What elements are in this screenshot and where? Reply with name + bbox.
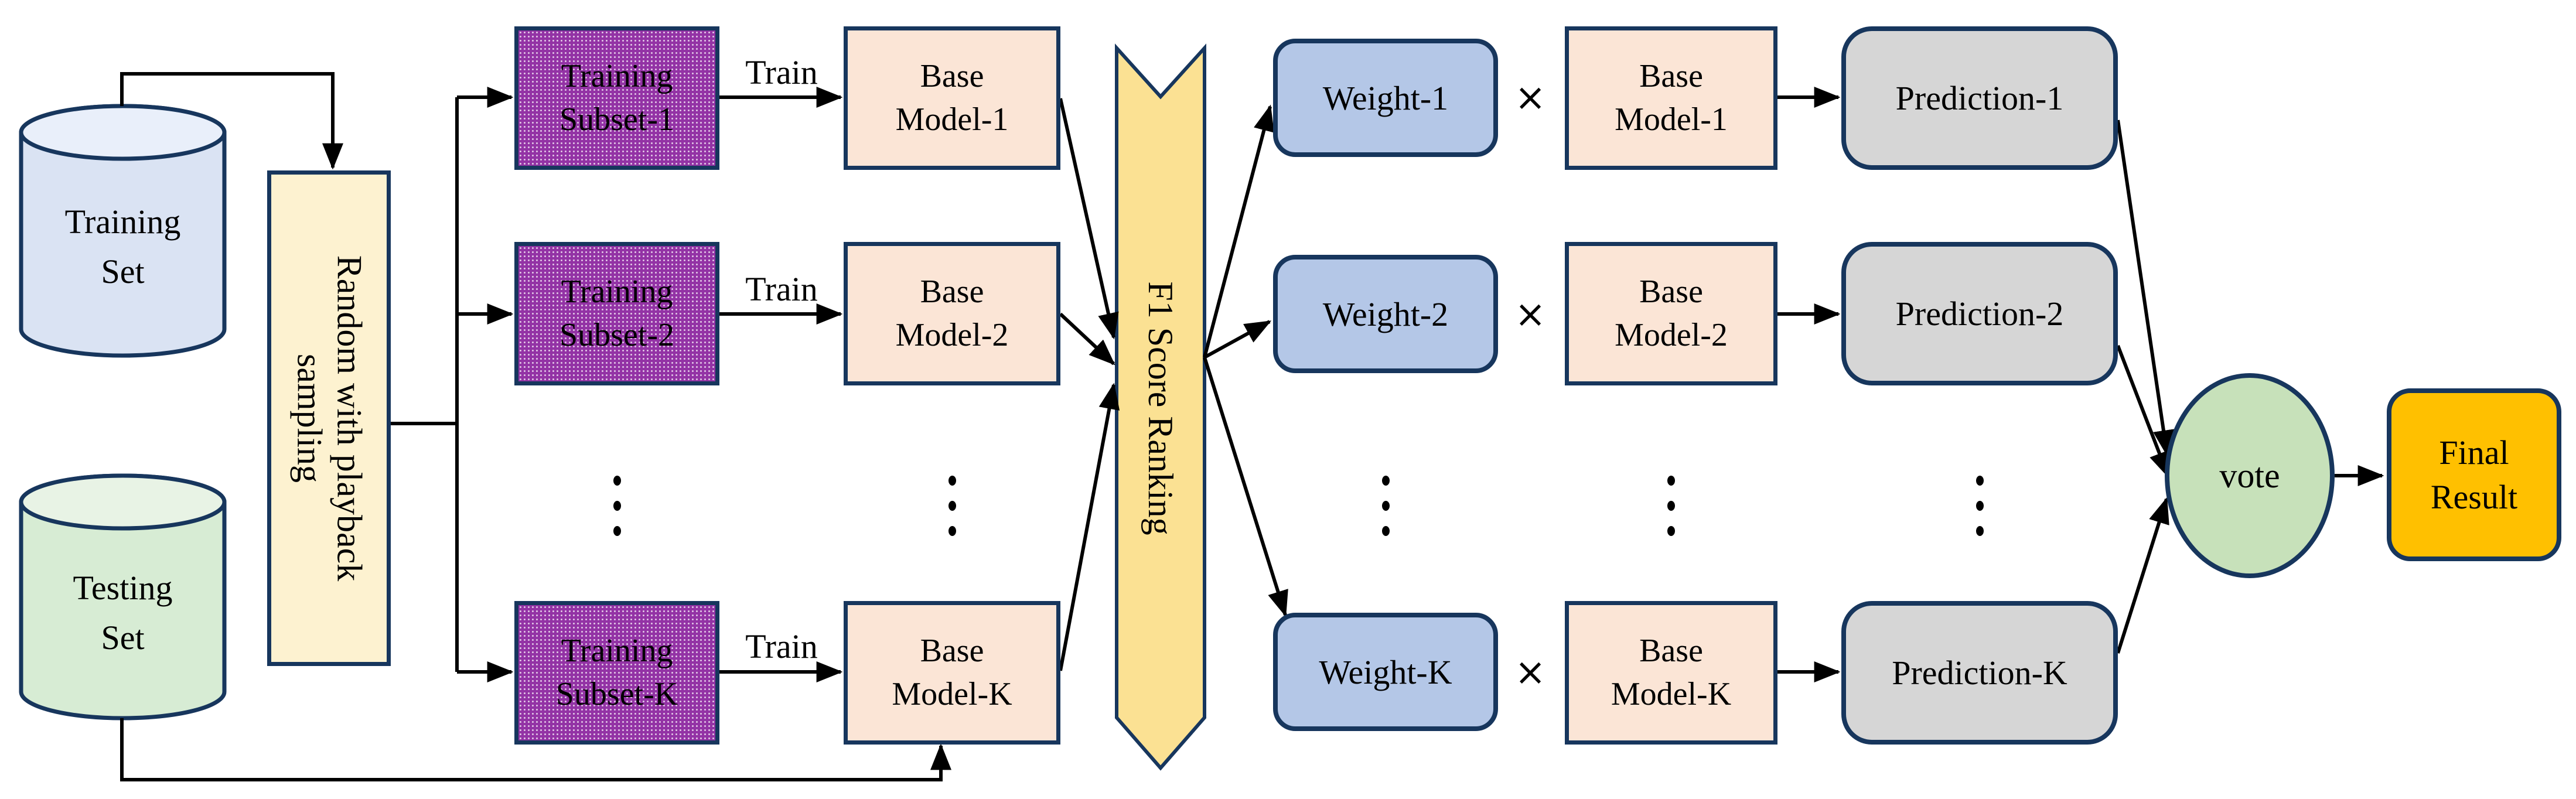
arrow-model2-to-ranking: [1059, 312, 1115, 366]
vote-circle: vote: [2165, 373, 2335, 578]
ellipsis-dots-prediction: [1968, 467, 1991, 544]
base-model-1-weighted-box: Base Model-1: [1565, 26, 1777, 170]
base-model-2-box: Base Model-2: [844, 242, 1060, 385]
prediction-2-label: Prediction-2: [1895, 295, 2064, 333]
weight-K-box: Weight-K: [1273, 613, 1498, 731]
arrow-testing-to-modelK: [120, 718, 951, 781]
arrow-ranking-to-weight-2: [1203, 320, 1272, 359]
multiply-icon: ×: [1503, 288, 1557, 341]
train-arrow-label-2: Train: [719, 268, 844, 309]
base-model-K-line1: Base: [920, 632, 984, 669]
final-result-box: Final Result: [2387, 388, 2561, 561]
subset-K-line1: Training: [561, 632, 673, 669]
base-model-1b-line1: Base: [1639, 57, 1703, 94]
base-model-1-line2: Model-1: [895, 101, 1009, 138]
weight-1-label: Weight-1: [1322, 78, 1449, 117]
subset-2-line1: Training: [561, 273, 673, 310]
subset-1-line2: Subset-1: [559, 101, 674, 138]
prediction-2-box: Prediction-2: [1841, 242, 2118, 385]
train-text-K: Train: [745, 627, 818, 665]
base-model-2b-line1: Base: [1639, 273, 1703, 310]
prediction-K-label: Prediction-K: [1892, 654, 2067, 692]
subset-K-line2: Subset-K: [555, 675, 678, 712]
multiply-symbol-2: ×: [1514, 293, 1546, 336]
base-model-1-line1: Base: [920, 57, 984, 94]
ellipsis-dots-base-model-weighted: [1659, 467, 1683, 544]
multiply-icon: ×: [1503, 71, 1557, 124]
connectors: [120, 72, 2384, 781]
final-result-line2: Result: [2430, 477, 2518, 516]
base-model-K-box: Base Model-K: [844, 601, 1060, 745]
arrow-ranking-to-weight-K: [1203, 357, 1288, 617]
f1-ranking-ribbon: [1115, 43, 1206, 771]
train-arrow-label-K: Train: [719, 626, 844, 667]
multiply-icon: ×: [1503, 646, 1557, 699]
f1-ranking-text: F1 Score Ranking: [1141, 281, 1180, 535]
base-model-Kb-line1: Base: [1639, 632, 1703, 669]
random-sampling-line2: sampling: [290, 354, 329, 483]
arrow-ranking-to-weight-1: [1203, 104, 1274, 358]
training-set-label: Training Set: [21, 106, 224, 356]
arrow-modelK-to-ranking: [1059, 383, 1120, 671]
random-sampling-box: Random with playback sampling: [267, 170, 391, 666]
train-arrow-label-1: Train: [719, 52, 844, 93]
multiply-symbol-1: ×: [1514, 76, 1546, 119]
training-subset-2-box: Training Subset-2: [514, 242, 719, 385]
f1-ranking-label: F1 Score Ranking: [1117, 71, 1205, 745]
random-sampling-line1: Random with playback: [329, 255, 369, 582]
base-model-1b-line2: Model-1: [1615, 101, 1728, 138]
weight-K-label: Weight-K: [1319, 653, 1452, 691]
prediction-1-label: Prediction-1: [1895, 79, 2064, 117]
testing-set-line2: Set: [101, 618, 145, 657]
testing-set-line1: Testing: [73, 569, 173, 607]
ellipsis-dots-weight: [1374, 467, 1397, 544]
final-result-line1: Final: [2439, 433, 2509, 472]
arrow-predictionK-to-vote: [2116, 497, 2169, 654]
weight-1-box: Weight-1: [1273, 39, 1498, 157]
base-model-2-line2: Model-2: [895, 316, 1009, 353]
weight-2-label: Weight-2: [1322, 295, 1449, 333]
subset-2-line2: Subset-2: [559, 316, 674, 353]
random-sampling-label: Random with playback sampling: [267, 170, 391, 666]
prediction-K-box: Prediction-K: [1841, 601, 2118, 745]
base-model-2-line1: Base: [920, 273, 984, 310]
base-model-2b-line2: Model-2: [1615, 316, 1728, 353]
base-model-K-line2: Model-K: [892, 675, 1012, 712]
prediction-1-box: Prediction-1: [1841, 26, 2118, 170]
multiply-symbol-K: ×: [1514, 651, 1546, 694]
arrow-training-to-sampling: [120, 72, 343, 170]
train-text-1: Train: [745, 53, 818, 91]
weight-2-box: Weight-2: [1273, 255, 1498, 373]
f1-ranking-label-area: F1 Score Ranking: [1117, 48, 1205, 768]
base-model-2-weighted-box: Base Model-2: [1565, 242, 1777, 385]
arrow-model1-to-ranking: [1059, 98, 1119, 340]
training-subset-1-box: Training Subset-1: [514, 26, 719, 170]
ellipsis-dots-subset: [605, 467, 629, 544]
subset-1-line1: Training: [561, 57, 673, 94]
base-model-1-box: Base Model-1: [844, 26, 1060, 170]
base-model-Kb-line2: Model-K: [1611, 675, 1732, 712]
vote-label: vote: [2219, 456, 2280, 495]
ellipsis-dots-base-model: [940, 467, 964, 544]
base-model-K-weighted-box: Base Model-K: [1565, 601, 1777, 745]
testing-set-cylinder: [19, 473, 227, 721]
arrow-prediction1-to-vote: [2116, 119, 2174, 457]
arrow-prediction2-to-vote: [2116, 344, 2170, 479]
testing-set-label: Testing Set: [21, 476, 224, 718]
training-set-line1: Training: [64, 203, 181, 241]
training-set-line2: Set: [101, 252, 145, 291]
train-text-2: Train: [745, 269, 818, 308]
training-subset-K-box: Training Subset-K: [514, 601, 719, 745]
